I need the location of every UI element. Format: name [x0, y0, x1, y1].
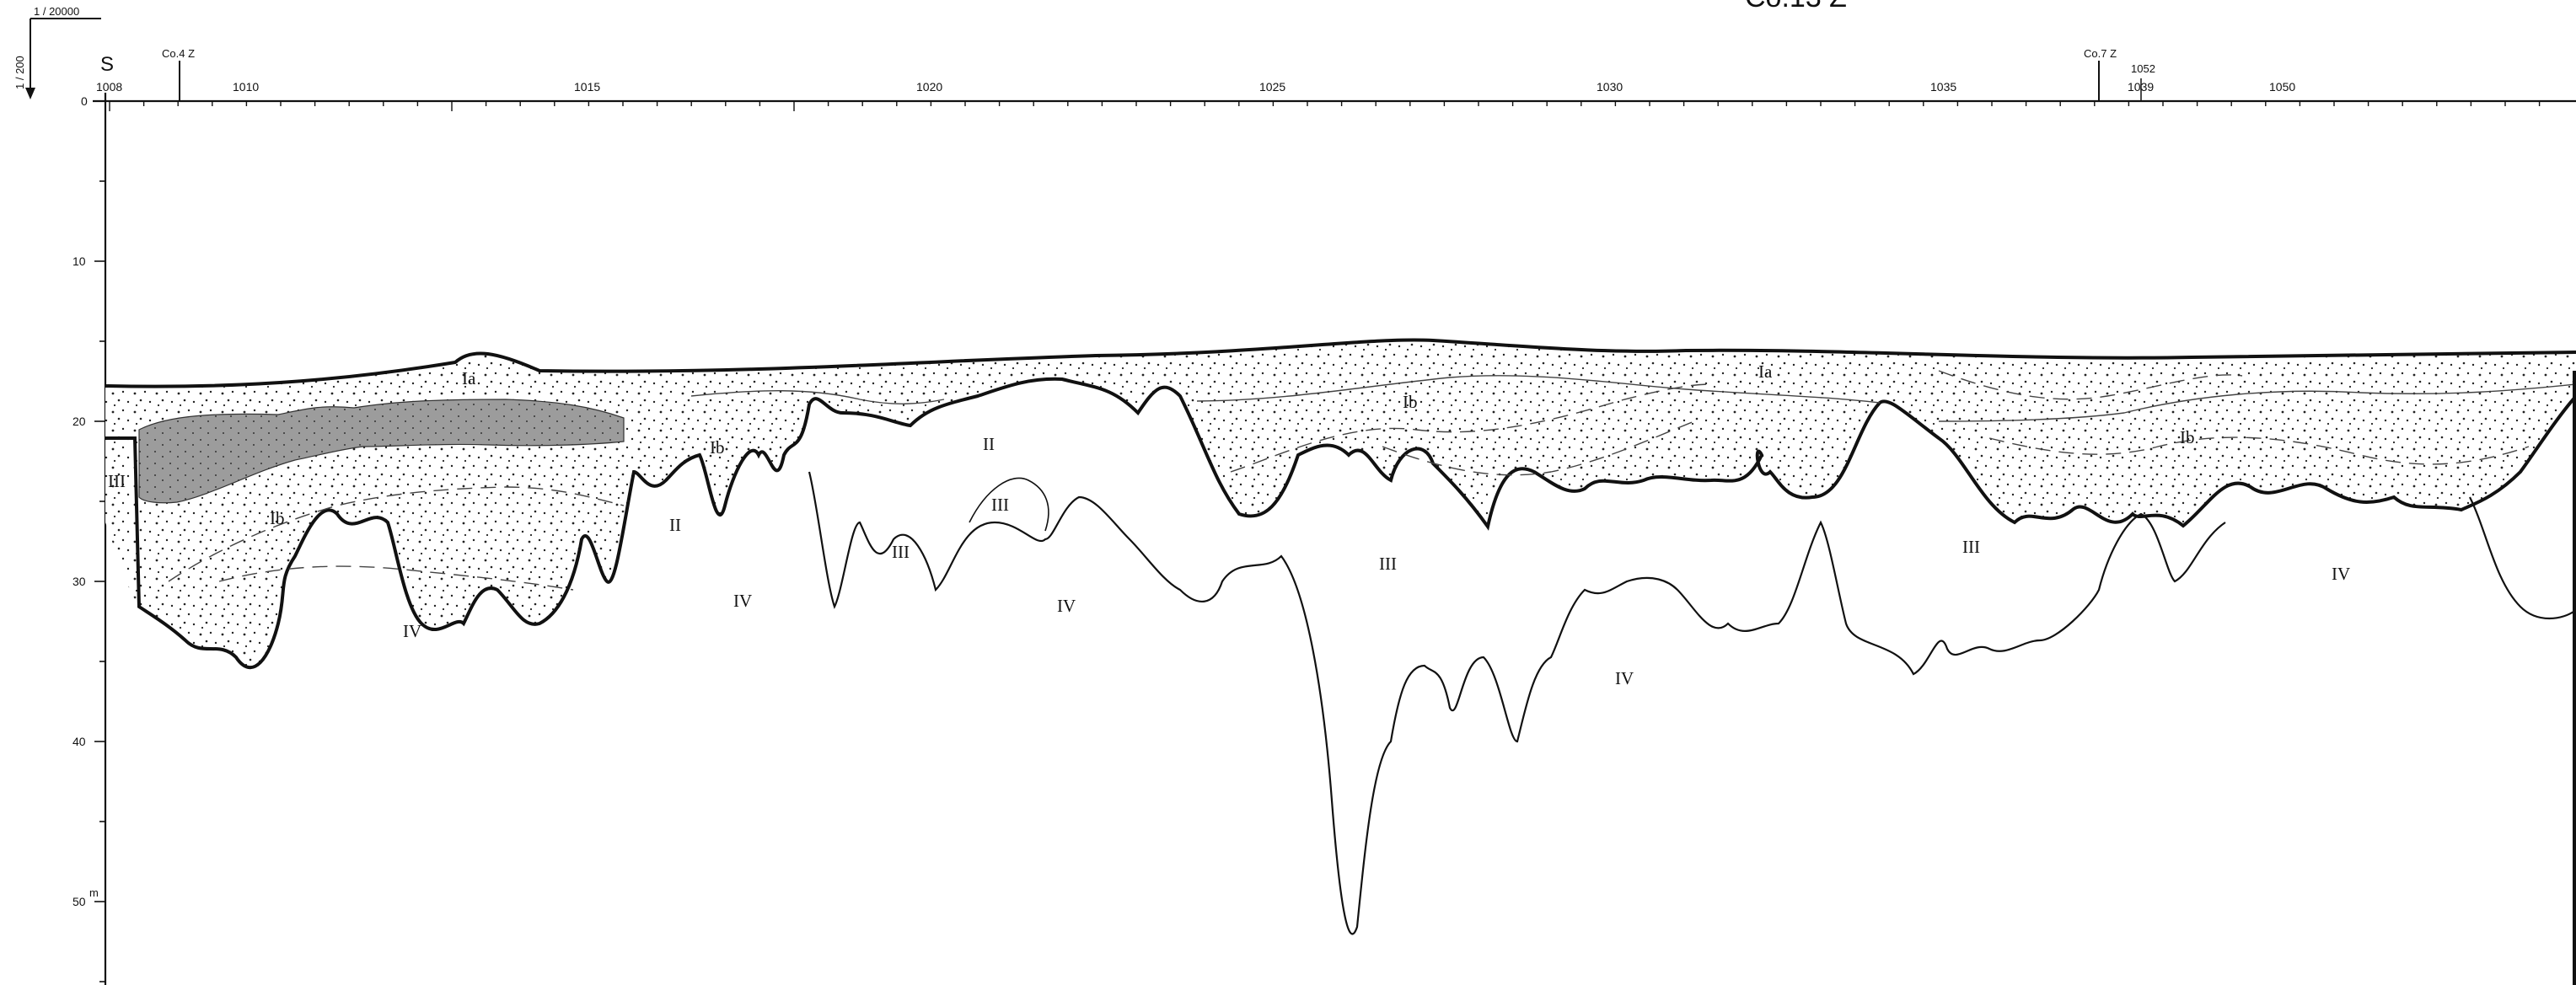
label-iv-3: IV — [1057, 596, 1076, 616]
station-1030: 1030 — [1597, 80, 1623, 94]
depth-0: 0 — [81, 94, 88, 108]
label-ia-right: Ia — [1758, 361, 1773, 382]
label-ia-left: Ia — [462, 368, 476, 388]
label-iii-1: III — [108, 471, 126, 491]
section-title: Co.13 Z — [1745, 0, 1847, 13]
dashed-lamina-5 — [1938, 370, 2243, 400]
label-iv-4: IV — [1615, 668, 1634, 688]
depth-unit: m — [89, 886, 99, 899]
depth-10: 10 — [72, 254, 86, 268]
borehole-co4z-label: Co.4 Z — [162, 47, 195, 60]
label-ib-3: Ib — [1403, 392, 1418, 412]
label-ib-1: Ib — [270, 508, 285, 528]
layer-iv-boundary-right — [2469, 496, 2576, 619]
station-axis: 1008 1010 1015 1020 1025 1030 1035 1039 … — [93, 80, 2576, 111]
direction-label: S — [100, 53, 114, 76]
dashed-lamina-1 — [168, 486, 625, 582]
horizontal-scale-label: 1 / 20000 — [34, 5, 79, 18]
interface-ia-ib-right — [1938, 383, 2576, 422]
label-iv-1: IV — [403, 621, 421, 641]
station-1035: 1035 — [1930, 80, 1956, 94]
base-of-layer-i — [105, 377, 2576, 670]
borehole-co4z: Co.4 Z — [162, 47, 195, 101]
scale-indicator: 1 / 20000 1 / 200 — [13, 5, 101, 99]
dashed-lamina-6 — [1988, 436, 2530, 465]
station-1015: 1015 — [574, 80, 600, 94]
borehole-co7z-label: Co.7 Z — [2084, 47, 2117, 60]
ground-surface — [105, 338, 2576, 388]
dashed-lamina-2 — [218, 565, 574, 591]
label-iii-4: III — [1379, 554, 1397, 574]
depth-20: 20 — [72, 415, 86, 428]
label-ii-1: II — [983, 434, 995, 454]
interface-ia-ib-center — [1196, 375, 1881, 404]
borehole-co7z-sub: 1052 — [2131, 62, 2155, 75]
label-iii-2: III — [991, 495, 1009, 515]
station-1050: 1050 — [2269, 80, 2295, 94]
dashed-lamina-3 — [1230, 383, 1712, 473]
layer-iv-boundary — [808, 471, 2226, 935]
station-1025: 1025 — [1259, 80, 1285, 94]
label-ib-4: Ib — [2180, 427, 2195, 447]
vertical-scale-label: 1 / 200 — [13, 56, 26, 89]
label-iii-5: III — [1962, 537, 1980, 557]
station-1008: 1008 — [96, 80, 122, 94]
label-iv-2: IV — [733, 591, 752, 611]
layer-iii-lens — [969, 477, 1049, 532]
sediment-layer-i — [105, 340, 2576, 668]
station-1010: 1010 — [233, 80, 259, 94]
dashed-lamina-4 — [1382, 420, 1695, 476]
depth-axis: 0 10 20 30 40 50 m — [72, 93, 107, 985]
depth-30: 30 — [72, 575, 86, 588]
interface-ia-ib-left — [690, 390, 945, 404]
borehole-co7z: Co.7 Z 1052 — [2084, 47, 2155, 101]
label-iv-5: IV — [2332, 564, 2350, 584]
depth-40: 40 — [72, 735, 86, 748]
label-ib-2: Ib — [710, 437, 725, 458]
station-1020: 1020 — [916, 80, 942, 94]
shaded-layer — [138, 399, 625, 504]
label-iii-3: III — [892, 542, 910, 562]
label-ii-2: II — [669, 515, 681, 535]
depth-50: 50 — [72, 895, 86, 908]
